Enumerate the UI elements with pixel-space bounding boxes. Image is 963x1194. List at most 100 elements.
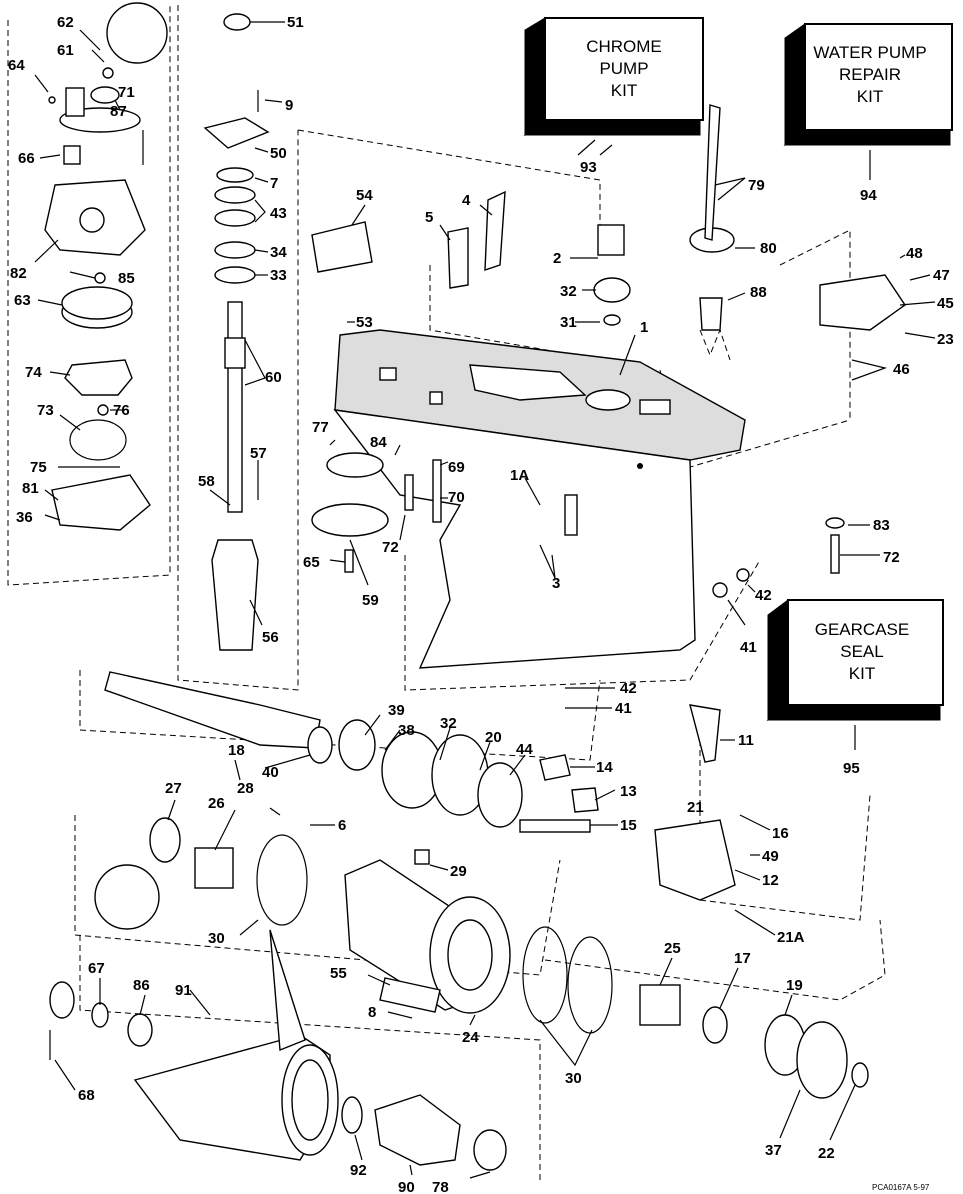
callout-41a: 41 [740,639,757,656]
callout-23: 23 [937,331,954,348]
water-pump-parts [44,67,151,531]
callout-27: 27 [165,780,182,797]
callout-80: 80 [760,240,777,257]
bearing-carrier-parts [149,817,869,1099]
callout-22: 22 [818,1145,835,1162]
callout-30a: 30 [208,930,225,947]
callout-64: 64 [8,57,25,74]
callout-43: 43 [270,205,287,222]
callout-26: 26 [208,795,225,812]
callout-86: 86 [133,977,150,994]
chrome-pump-kit-line-1: CHROME [586,37,662,56]
gearcase-kit-line-3: KIT [849,664,875,683]
propshaft-gear-parts [104,671,736,901]
gearcase-kit-line-2: SEAL [840,642,883,661]
callout-18: 18 [228,742,245,759]
misc-parts [311,104,906,763]
callout-34: 34 [270,244,287,261]
callout-11: 11 [738,732,754,749]
chrome-pump-kit-box: CHROME PUMP KIT [523,17,704,156]
callout-24: 24 [462,1029,479,1046]
callout-4: 4 [462,192,471,209]
callout-37: 37 [765,1142,782,1159]
chrome-pump-kit-line-2: PUMP [599,59,648,78]
callout-71: 71 [118,84,135,101]
callout-labels: 51 9 50 7 43 34 33 60 57 58 56 62 61 64 … [8,14,954,1194]
callout-21: 21 [687,799,704,816]
callout-62: 62 [57,14,74,31]
callout-3: 3 [552,575,560,592]
callout-28: 28 [237,780,254,797]
callout-72a: 72 [382,539,399,556]
callout-73: 73 [37,402,54,419]
callout-7: 7 [270,175,278,192]
water-pump-kit-line-1: WATER PUMP [813,43,926,62]
callout-40: 40 [262,764,279,781]
callout-61: 61 [57,42,74,59]
callout-48: 48 [906,245,923,262]
callout-56: 56 [262,629,279,646]
callout-55: 55 [330,965,347,982]
callout-95: 95 [843,760,860,777]
group-outlines [7,5,886,1180]
callout-47: 47 [933,267,950,284]
callout-65: 65 [303,554,320,571]
callout-20: 20 [485,729,502,746]
callout-92: 92 [350,1162,367,1179]
callout-5: 5 [425,209,433,226]
callout-49: 49 [762,848,779,865]
callout-42b: 42 [620,680,637,697]
callout-60: 60 [265,369,282,386]
callout-41b: 41 [615,700,632,717]
callout-54: 54 [356,187,373,204]
callout-31: 31 [560,314,577,331]
callout-81: 81 [22,480,39,497]
callout-57: 57 [250,445,267,462]
callout-15: 15 [620,817,637,834]
callout-88: 88 [750,284,767,301]
chrome-pump-kit-line-3: KIT [611,81,637,100]
callout-30b: 30 [565,1070,582,1087]
driveshaft-parts [203,13,270,651]
callout-1A: 1A [510,467,529,484]
callout-42a: 42 [755,587,772,604]
callout-21A: 21A [777,929,805,946]
callout-59: 59 [362,592,379,609]
water-pump-kit-line-3: KIT [857,87,883,106]
footer-code: PCA0167A 5-97 [872,1183,930,1192]
callout-2: 2 [553,250,561,267]
callout-94: 94 [860,187,877,204]
gearcase-seal-kit-box: GEARCASE SEAL KIT [766,599,944,750]
propeller-parts [49,929,507,1171]
gearcase-kit-line-1: GEARCASE [815,620,909,639]
callout-44: 44 [516,741,533,758]
callout-12: 12 [762,872,779,889]
callout-76: 76 [113,402,130,419]
callout-8: 8 [368,1004,376,1021]
callout-83: 83 [873,517,890,534]
callout-33: 33 [270,267,287,284]
callout-79: 79 [748,177,765,194]
callout-19: 19 [786,977,803,994]
leader-lines [34,21,936,1179]
water-pump-repair-kit-box: WATER PUMP REPAIR KIT [783,23,953,180]
callout-85: 85 [118,270,135,287]
inset-icons [94,2,168,930]
callout-68: 68 [78,1087,95,1104]
callout-29: 29 [450,863,467,880]
callout-78: 78 [432,1179,449,1194]
callout-74: 74 [25,364,42,381]
callout-93: 93 [580,159,597,176]
callout-9: 9 [285,97,293,114]
callout-53: 53 [356,314,373,331]
callout-69: 69 [448,459,465,476]
callout-39: 39 [388,702,405,719]
callout-70: 70 [448,489,465,506]
callout-36: 36 [16,509,33,526]
callout-32a: 32 [560,283,577,300]
callout-72b: 72 [883,549,900,566]
callout-38: 38 [398,722,415,739]
callout-50: 50 [270,145,287,162]
